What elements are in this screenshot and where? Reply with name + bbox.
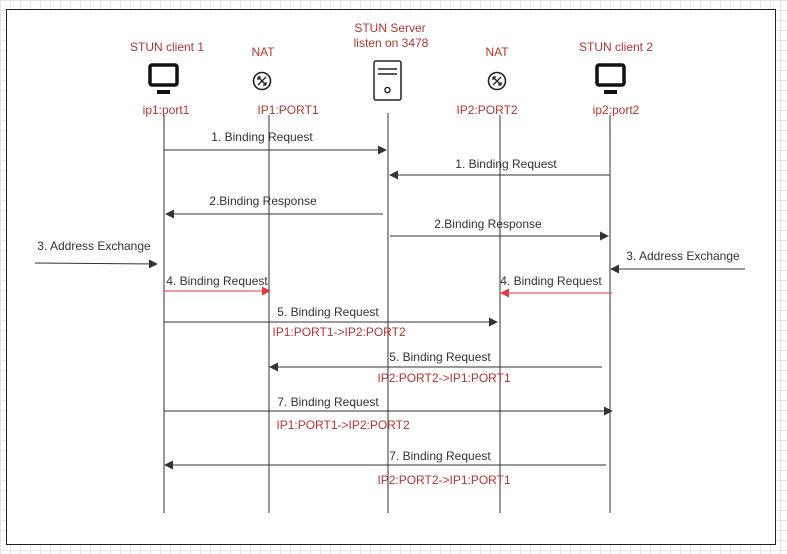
message-label: 7. Binding Request [277, 395, 379, 409]
message-label: 3. Address Exchange [626, 249, 740, 263]
message-label: 2.Binding Response [209, 194, 317, 208]
message-sublabel: IP2:PORT2->IP1:PORT1 [377, 371, 511, 385]
server-icon [373, 60, 402, 101]
monitor-icon [595, 63, 626, 94]
monitor-icon [148, 63, 179, 94]
message-label: 2.Binding Response [434, 217, 542, 231]
nat1-address: IP1:PORT1 [257, 103, 319, 117]
router-icon [252, 71, 272, 91]
arrow-m3a [34, 259, 158, 269]
message-label: 3. Address Exchange [37, 239, 151, 253]
message-label: 4. Binding Request [166, 274, 268, 288]
client1-title: STUN client 1 [129, 40, 205, 54]
message-label: 5. Binding Request [277, 305, 379, 319]
message-label: 1. Binding Request [455, 157, 557, 171]
message-label: 7. Binding Request [389, 449, 491, 463]
message-label: 4. Binding Request [500, 274, 602, 288]
server-subtitle: listen on 3478 [353, 36, 429, 50]
message-sublabel: IP1:PORT1->IP2:PORT2 [276, 418, 410, 432]
client2-title: STUN client 2 [578, 40, 654, 54]
server-title: STUN Server [354, 21, 426, 35]
nat2-address: IP2:PORT2 [456, 103, 518, 117]
message-sublabel: IP1:PORT1->IP2:PORT2 [272, 325, 406, 339]
message-label: 1. Binding Request [211, 130, 313, 144]
nat2-title: NAT [485, 45, 509, 59]
client1-address: ip1:port1 [142, 103, 190, 117]
client2-address: ip2:port2 [592, 103, 640, 117]
message-label: 5. Binding Request [389, 350, 491, 364]
nat1-title: NAT [251, 45, 275, 59]
router-icon [487, 71, 507, 91]
message-sublabel: IP2:PORT2->IP1:PORT1 [377, 473, 511, 487]
